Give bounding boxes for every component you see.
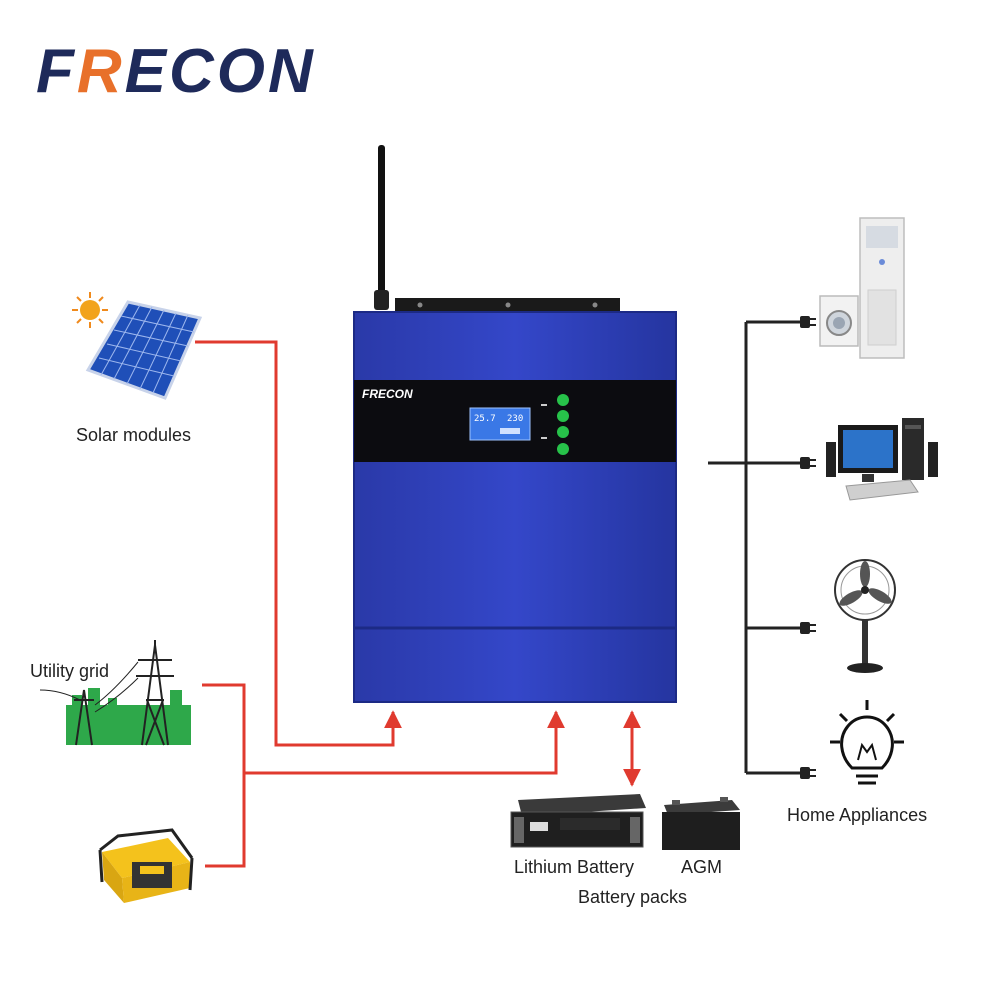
inverter: FRECON 25.7 230 — [353, 145, 677, 703]
battery-packs-label: Battery packs — [578, 887, 687, 907]
ac-input-line — [244, 710, 565, 775]
input-wiring — [195, 340, 641, 868]
generator-icon — [98, 828, 194, 903]
home-appliances-label: Home Appliances — [787, 805, 927, 825]
agm-battery-icon — [662, 797, 740, 850]
air-conditioner-icon — [859, 217, 905, 359]
solar-line — [195, 340, 402, 747]
lithium-battery-icon — [510, 794, 646, 848]
grid-label: Utility grid — [30, 661, 109, 681]
lcd-left-value: 25.7 — [474, 414, 496, 424]
grid-line — [202, 683, 246, 868]
transmission-tower-icon — [39, 640, 191, 746]
solar-panel-icon — [85, 300, 203, 400]
lcd-right-value: 230 — [507, 414, 523, 424]
lithium-label: Lithium Battery — [514, 857, 634, 877]
brand-logo-text: FRECON — [36, 37, 316, 106]
desktop-computer-icon — [826, 418, 938, 501]
washing-machine-icon — [819, 295, 859, 347]
plug-icon — [800, 316, 816, 328]
lcd-screen — [469, 407, 531, 441]
brand-logo: FRECON — [36, 37, 316, 106]
panel-button — [557, 410, 569, 422]
output-wiring — [708, 320, 802, 775]
panel-button — [557, 394, 569, 406]
plug-icon — [800, 767, 816, 779]
agm-label: AGM — [681, 857, 722, 877]
inverter-body — [354, 312, 676, 702]
light-bulb-icon — [830, 700, 904, 785]
panel-button — [557, 426, 569, 438]
plug-icon — [800, 622, 816, 634]
antenna-icon — [374, 145, 389, 310]
solar-label: Solar modules — [76, 425, 191, 445]
plug-icons — [800, 316, 816, 779]
panel-button — [557, 443, 569, 455]
panel-brand: FRECON — [362, 387, 413, 401]
standing-fan-icon — [834, 559, 896, 673]
plug-icon — [800, 457, 816, 469]
sun-icon — [72, 292, 108, 328]
